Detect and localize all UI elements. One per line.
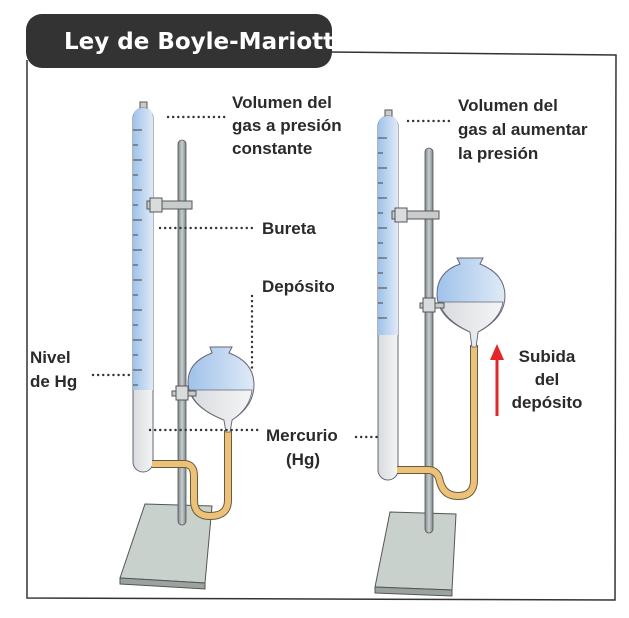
bureta-label: Bureta [262, 219, 316, 238]
mercurio-label-2: (Hg) [286, 450, 320, 469]
volume-label-left-2: gas a presión [232, 116, 342, 135]
left-apparatus [119, 101, 255, 590]
bureta-ticks [378, 137, 387, 319]
nivel-label-1: Nivel [30, 348, 71, 367]
title-bar [26, 14, 332, 68]
volume-label-right-3: la presión [458, 144, 538, 163]
stand-rod [177, 139, 187, 526]
subida-label-3: depósito [512, 393, 583, 412]
up-arrow-icon [490, 344, 504, 360]
hg-tube [152, 430, 232, 521]
right-apparatus [374, 109, 506, 597]
nivel-label-2: de Hg [30, 372, 77, 391]
volume-label-right-1: Volumen del [458, 96, 558, 115]
frame [26, 51, 617, 601]
volume-label-left-3: constante [232, 139, 312, 158]
deposito-bulb [187, 346, 255, 433]
bureta-ticks [133, 129, 142, 386]
volume-label-right-2: gas al aumentar [458, 120, 588, 139]
stand-rod [424, 147, 434, 534]
title: Ley de Boyle-Mariotte [64, 29, 350, 55]
deposito-label: Depósito [262, 277, 335, 296]
volume-label-left-1: Volumen del [232, 93, 332, 112]
subida-label-1: Subida [519, 347, 576, 366]
mercurio-label-1: Mercurio [266, 426, 338, 445]
stand-base [374, 511, 457, 591]
subida-label-2: del [535, 370, 560, 389]
